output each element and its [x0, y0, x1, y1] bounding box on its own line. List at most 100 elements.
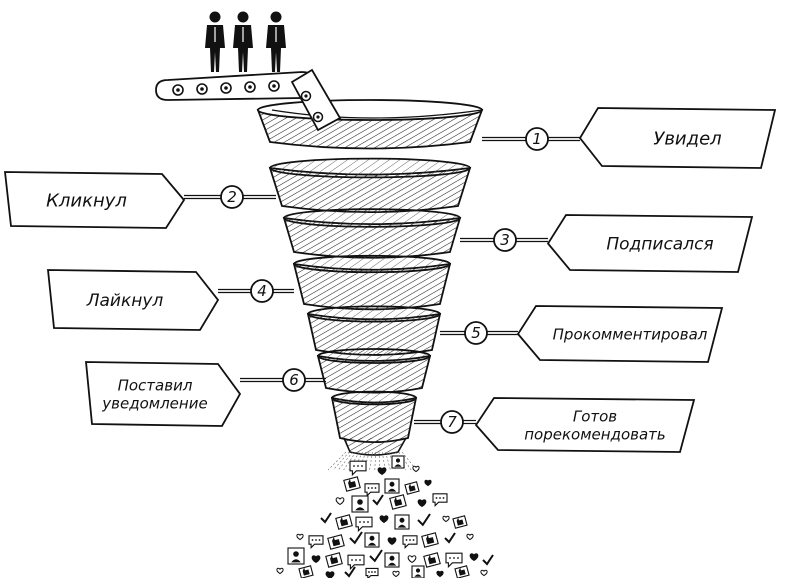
stage-tag — [474, 397, 696, 453]
stage-label: Поставил — [118, 376, 193, 394]
heart-icon — [469, 553, 479, 562]
stage-number: 5 — [471, 324, 481, 342]
checkmark-icon — [444, 532, 456, 544]
stage-label: Лайкнул — [86, 291, 164, 311]
checkmark-icon — [372, 494, 384, 506]
checkmark-icon — [417, 513, 431, 527]
profile-icon — [411, 565, 425, 578]
checkmark-icon — [369, 549, 383, 563]
social-icon-pile — [276, 451, 494, 578]
stage-number: 4 — [257, 282, 267, 300]
person-icon — [205, 11, 225, 72]
stage-number: 1 — [532, 130, 542, 148]
heart-icon — [480, 569, 488, 577]
stage-number: 3 — [500, 231, 510, 249]
person-icon — [266, 11, 286, 72]
heart-icon — [325, 571, 335, 578]
stage-number: 2 — [227, 188, 237, 206]
heart-icon — [466, 533, 474, 541]
heart-icon — [412, 465, 420, 473]
funnel-ring — [306, 305, 442, 356]
profile-icon — [351, 495, 369, 513]
heart-icon — [335, 497, 345, 506]
comment-icon — [445, 552, 463, 569]
like-icon — [298, 565, 314, 578]
heart-icon — [387, 537, 397, 546]
stage-label: порекомендовать — [524, 425, 665, 443]
stage-5: 5 Прокомментировал — [440, 305, 724, 363]
stage-tag — [516, 305, 724, 363]
like-icon — [325, 552, 343, 568]
like-icon — [404, 481, 420, 495]
heart-icon — [296, 533, 304, 541]
heart-icon — [311, 555, 321, 564]
profile-icon — [394, 514, 410, 530]
heart-icon — [276, 567, 284, 575]
comment-icon — [347, 554, 365, 571]
like-icon — [335, 514, 353, 530]
funnel-ring — [330, 390, 418, 444]
heart-icon — [392, 570, 400, 578]
stage-number: 6 — [289, 371, 299, 389]
stage-number-badge — [250, 279, 274, 303]
stage-number-badge — [464, 321, 488, 345]
funnel-ring — [316, 348, 432, 394]
profile-icon — [287, 547, 305, 565]
profile-icon — [391, 455, 405, 469]
profile-icon — [364, 532, 380, 548]
stage-tag — [85, 361, 242, 427]
stage-label: Кликнул — [46, 190, 127, 211]
comment-icon — [402, 535, 418, 550]
checkmark-icon — [344, 566, 356, 578]
stage-tag — [47, 269, 220, 331]
stage-3: 3 Подписался — [460, 214, 754, 273]
comment-icon — [355, 516, 373, 533]
like-icon — [327, 534, 345, 550]
like-icon — [452, 515, 468, 529]
funnel-ring — [268, 157, 472, 214]
stage-tag — [546, 214, 754, 273]
checkmark-icon — [320, 512, 332, 524]
checkmark-icon — [482, 554, 494, 566]
funnel-ring — [282, 208, 462, 259]
person-icon — [233, 11, 253, 72]
like-icon — [423, 552, 441, 568]
stage-1: 1 Увидел — [482, 107, 777, 169]
stage-tag — [578, 107, 777, 169]
stage-label: Увидел — [653, 128, 721, 149]
like-icon — [454, 565, 470, 578]
stage-number-badge — [525, 127, 549, 151]
comment-icon — [308, 535, 324, 550]
comment-icon — [349, 460, 367, 477]
heart-icon — [379, 515, 389, 524]
stage-label: Подписался — [606, 234, 713, 254]
heart-icon — [407, 555, 417, 564]
funnel-ring — [256, 99, 484, 150]
heart-icon — [442, 515, 450, 523]
stage-tag — [3, 171, 186, 229]
stage-label: уведомление — [101, 394, 207, 412]
comment-icon — [432, 493, 448, 508]
stage-number: 7 — [447, 413, 457, 431]
stage-label: Прокомментировал — [553, 325, 708, 343]
checkmark-icon — [349, 531, 363, 545]
like-icon — [343, 476, 361, 492]
stage-label: Готов — [573, 407, 617, 425]
conveyor-belt-icon — [155, 68, 342, 132]
heart-icon — [424, 479, 432, 487]
stage-2: 2 Кликнул — [3, 171, 276, 229]
heart-icon — [377, 467, 387, 476]
like-icon — [421, 532, 439, 548]
stage-number-badge — [493, 228, 517, 252]
like-icon — [389, 494, 407, 510]
stage-number-badge — [282, 368, 306, 392]
funnel-icon — [256, 99, 484, 456]
stage-number-badge — [220, 185, 244, 209]
profile-icon — [384, 478, 400, 494]
comment-icon — [364, 483, 380, 498]
